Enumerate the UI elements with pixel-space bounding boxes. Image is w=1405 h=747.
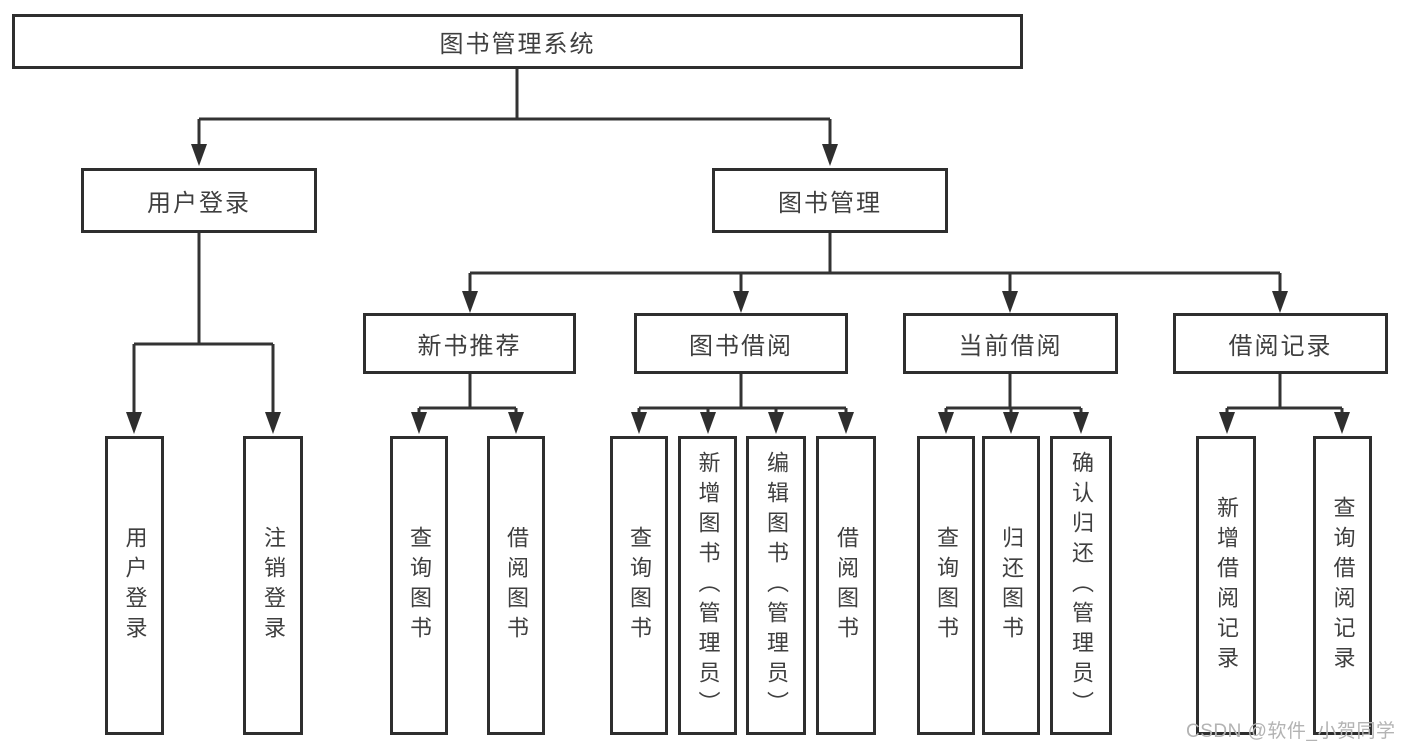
node-book-borrowing-label: 图书借阅 bbox=[689, 333, 793, 360]
node-query-books-borrowing: 查询图书 bbox=[610, 436, 668, 735]
node-user-login-label: 用户登录 bbox=[147, 190, 251, 217]
node-borrow-books-newrec-label: 借阅图书 bbox=[504, 525, 529, 646]
node-root: 图书管理系统 bbox=[12, 14, 1023, 69]
node-add-borrow-record: 新增借阅记录 bbox=[1196, 436, 1256, 735]
node-query-books-borrowing-label: 查询图书 bbox=[627, 525, 652, 646]
node-return-books: 归还图书 bbox=[982, 436, 1040, 735]
node-borrowing-records: 借阅记录 bbox=[1173, 313, 1388, 374]
node-user-login-leaf: 用户登录 bbox=[105, 436, 164, 735]
node-logout-login-label: 注销登录 bbox=[261, 525, 286, 646]
node-add-borrow-record-label: 新增借阅记录 bbox=[1214, 495, 1239, 676]
watermark-text: CSDN @软件_小贺同学 bbox=[1186, 721, 1396, 742]
node-query-books-newrec: 查询图书 bbox=[390, 436, 448, 735]
node-query-books-current-label: 查询图书 bbox=[934, 525, 959, 646]
node-logout-login: 注销登录 bbox=[243, 436, 303, 735]
node-new-book-recommend: 新书推荐 bbox=[363, 313, 576, 374]
connector-root-to-level2 bbox=[191, 67, 838, 166]
connector-bookmgmt-to-level3 bbox=[462, 231, 1288, 313]
connector-borrowing-to-leaves bbox=[631, 372, 854, 434]
node-current-borrowing-label: 当前借阅 bbox=[958, 333, 1063, 360]
node-borrow-books-borrowing: 借阅图书 bbox=[816, 436, 876, 735]
node-query-borrow-record: 查询借阅记录 bbox=[1313, 436, 1372, 735]
connector-newbook-to-leaves bbox=[411, 372, 524, 434]
connector-userlogin-to-leaves bbox=[126, 231, 281, 434]
node-return-books-label: 归还图书 bbox=[999, 525, 1024, 646]
node-confirm-return-admin: 确认归还（管理员） bbox=[1050, 436, 1112, 735]
connector-records-to-leaves bbox=[1219, 372, 1350, 434]
node-new-book-recommend-label: 新书推荐 bbox=[417, 333, 522, 360]
node-edit-books-admin-label: 编辑图书（管理员） bbox=[764, 450, 789, 721]
node-confirm-return-admin-label: 确认归还（管理员） bbox=[1069, 450, 1094, 721]
node-add-books-admin-label: 新增图书（管理员） bbox=[695, 450, 721, 721]
node-query-books-newrec-label: 查询图书 bbox=[407, 525, 432, 646]
node-borrow-books-borrowing-label: 借阅图书 bbox=[834, 525, 859, 646]
connector-current-to-leaves bbox=[938, 372, 1089, 434]
node-book-borrowing: 图书借阅 bbox=[634, 313, 848, 374]
node-add-books-admin: 新增图书（管理员） bbox=[678, 436, 737, 735]
node-current-borrowing: 当前借阅 bbox=[903, 313, 1118, 374]
node-edit-books-admin: 编辑图书（管理员） bbox=[746, 436, 806, 735]
node-user-login: 用户登录 bbox=[81, 168, 317, 233]
node-user-login-leaf-label: 用户登录 bbox=[122, 525, 148, 646]
node-query-borrow-record-label: 查询借阅记录 bbox=[1330, 495, 1356, 676]
node-query-books-current: 查询图书 bbox=[917, 436, 975, 735]
node-borrow-books-newrec: 借阅图书 bbox=[487, 436, 545, 735]
node-borrowing-records-label: 借阅记录 bbox=[1228, 333, 1333, 360]
node-book-management-label: 图书管理 bbox=[778, 190, 882, 217]
node-root-label: 图书管理系统 bbox=[439, 31, 596, 58]
node-book-management: 图书管理 bbox=[712, 168, 948, 233]
